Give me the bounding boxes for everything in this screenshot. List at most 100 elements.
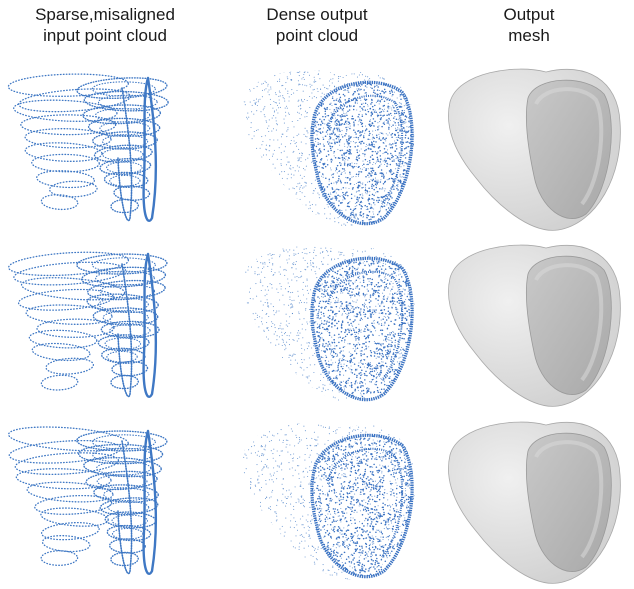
surface-point (324, 123, 325, 124)
surface-point (408, 179, 410, 181)
surface-point (332, 160, 333, 161)
surface-point (410, 97, 412, 99)
surface-point (346, 112, 347, 113)
surface-point (379, 335, 380, 336)
surface-point (398, 78, 400, 80)
surface-point (381, 164, 382, 165)
surface-point (310, 161, 312, 163)
surface-point (281, 361, 282, 362)
surface-point (381, 303, 382, 304)
surface-point (289, 299, 290, 300)
surface-point (264, 392, 265, 393)
surface-point (280, 95, 281, 96)
surface-point (301, 185, 302, 186)
surface-point (365, 187, 366, 188)
surface-point (389, 106, 390, 107)
surface-point (334, 140, 335, 141)
surface-point (302, 84, 303, 85)
surface-point (275, 215, 276, 216)
surface-point (248, 262, 249, 263)
surface-point (303, 318, 304, 319)
surface-point (396, 164, 398, 166)
surface-point (308, 275, 310, 277)
surface-point (332, 406, 334, 408)
surface-point (402, 84, 403, 85)
surface-point (312, 266, 313, 267)
surface-point (372, 309, 373, 310)
surface-point (270, 249, 271, 250)
surface-point (346, 365, 348, 367)
surface-point (384, 228, 386, 230)
surface-point (365, 304, 366, 305)
surface-point (281, 223, 282, 224)
surface-point (362, 153, 363, 154)
surface-point (309, 228, 311, 230)
surface-point (277, 244, 278, 245)
surface-point (402, 376, 403, 377)
surface-point (365, 130, 367, 132)
surface-point (315, 214, 316, 215)
surface-point (402, 155, 404, 157)
surface-point (377, 180, 378, 181)
surface-point (330, 125, 331, 126)
surface-point (417, 404, 419, 406)
surface-point (334, 246, 335, 247)
surface-point (364, 349, 365, 350)
surface-point (336, 127, 338, 129)
surface-point (391, 197, 393, 199)
surface-point (285, 88, 286, 89)
surface-point (322, 173, 324, 175)
surface-point (383, 355, 384, 356)
surface-point (382, 293, 383, 294)
surface-point (373, 189, 375, 191)
surface-point (353, 65, 354, 66)
surface-point (334, 74, 335, 75)
surface-point (300, 105, 301, 106)
surface-point (380, 371, 382, 373)
surface-point (400, 147, 401, 148)
surface-point (242, 368, 243, 369)
surface-point (315, 221, 317, 223)
surface-point (394, 394, 395, 395)
surface-point (317, 398, 318, 399)
surface-point (401, 406, 402, 407)
surface-point (405, 94, 406, 95)
surface-point (389, 91, 391, 93)
surface-point (375, 400, 377, 402)
surface-point (385, 275, 386, 276)
surface-point (291, 222, 292, 223)
surface-point (419, 295, 421, 297)
surface-point (331, 229, 332, 230)
surface-point (401, 231, 402, 232)
surface-point (335, 316, 336, 317)
surface-point (314, 77, 315, 78)
surface-point (416, 90, 418, 92)
surface-point (301, 66, 302, 67)
surface-point (391, 126, 392, 127)
surface-point (316, 390, 318, 392)
surface-point (408, 72, 409, 73)
surface-point (340, 196, 341, 197)
surface-point (400, 380, 401, 381)
surface-point (367, 403, 368, 404)
surface-point (343, 187, 345, 189)
surface-point (349, 172, 351, 174)
surface-point (413, 387, 414, 388)
surface-point (393, 349, 395, 351)
surface-point (347, 90, 348, 91)
surface-point (414, 144, 416, 146)
surface-point (306, 376, 307, 377)
surface-point (403, 177, 404, 178)
surface-point (322, 300, 323, 301)
surface-point (412, 401, 413, 402)
surface-point (335, 181, 336, 182)
surface-point (392, 396, 393, 397)
surface-point (405, 407, 406, 408)
surface-point (262, 262, 263, 263)
surface-point (315, 152, 316, 153)
surface-point (353, 176, 354, 177)
surface-point (381, 358, 383, 360)
surface-point (249, 372, 250, 373)
surface-point (408, 306, 409, 307)
surface-point (331, 218, 333, 220)
